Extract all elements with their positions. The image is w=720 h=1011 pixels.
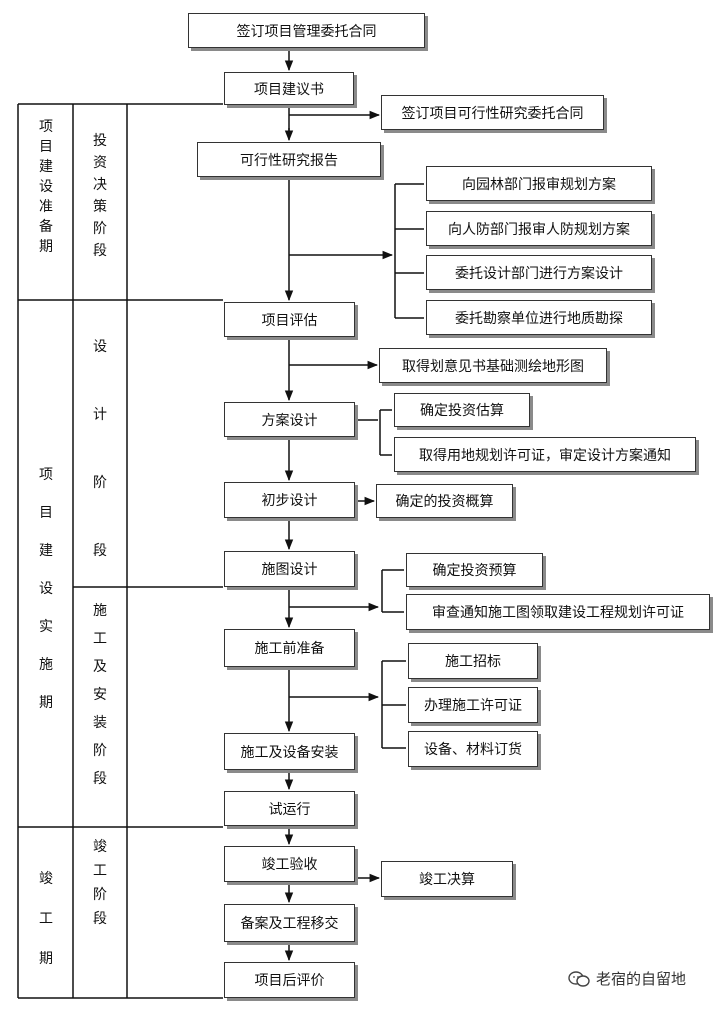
main-step-acceptance: 竣工验收	[224, 846, 355, 882]
stage-invest-text: 投资决策阶段	[93, 134, 107, 258]
period-comp-text: 竣工期	[39, 872, 53, 966]
side-geological-survey: 委托勘察单位进行地质勘探	[426, 300, 652, 335]
vertical-char: 段	[93, 771, 107, 787]
main-step-post-evaluation: 项目后评价	[224, 962, 355, 998]
main-step-preparation: 施工前准备	[224, 629, 355, 667]
vertical-char: 竣	[39, 871, 53, 887]
vertical-char: 阶	[93, 475, 107, 491]
stage-label-investment: 投资决策阶段	[90, 134, 110, 258]
vertical-char: 实	[39, 619, 53, 635]
main-step-contract: 签订项目管理委托合同	[188, 13, 425, 48]
stage-construct-text: 施工及安装阶段	[93, 604, 107, 786]
vertical-char: 备	[39, 219, 53, 235]
main-step-construction-drawing: 施图设计	[224, 551, 355, 587]
vertical-char: 设	[93, 339, 107, 355]
main-step-proposal: 项目建议书	[224, 72, 354, 105]
vertical-char: 阶	[93, 743, 107, 759]
vertical-char: 策	[93, 199, 107, 215]
vertical-char: 阶	[93, 887, 107, 903]
vertical-char: 施	[39, 657, 53, 673]
vertical-char: 计	[93, 407, 107, 423]
main-step-trial-run: 试运行	[224, 791, 355, 826]
stage-design-text: 设计阶段	[93, 340, 107, 558]
vertical-char: 投	[93, 133, 107, 149]
stage-label-design: 设计阶段	[90, 340, 110, 558]
vertical-char: 准	[39, 199, 53, 215]
watermark-text: 老宿的自留地	[596, 970, 687, 988]
vertical-char: 工	[93, 631, 107, 647]
period-label-implementation: 项目建设实施期	[36, 468, 56, 710]
period-impl-text: 项目建设实施期	[39, 468, 53, 710]
main-step-handover: 备案及工程移交	[224, 904, 355, 942]
stage-complete-text: 竣工阶段	[93, 840, 107, 926]
side-landscape-review: 向园林部门报审规划方案	[426, 166, 652, 201]
vertical-char: 竣	[93, 839, 107, 855]
vertical-char: 决	[93, 177, 107, 193]
side-final-accounts: 竣工决算	[381, 861, 513, 897]
vertical-char: 设	[39, 179, 53, 195]
vertical-char: 段	[93, 911, 107, 927]
vertical-char: 装	[93, 715, 107, 731]
side-investment-budget: 确定投资预算	[406, 553, 543, 587]
vertical-char: 安	[93, 687, 107, 703]
side-design-commission: 委托设计部门进行方案设计	[426, 255, 652, 290]
vertical-char: 期	[39, 951, 53, 967]
stage-label-completion: 竣工阶段	[90, 840, 110, 926]
watermark: 老宿的自留地	[568, 968, 686, 989]
side-budget-estimate: 确定的投资概算	[376, 484, 513, 518]
vertical-char: 资	[93, 155, 107, 171]
vertical-char: 项	[39, 119, 53, 135]
vertical-char: 段	[93, 243, 107, 259]
side-land-use-permit: 取得用地规划许可证，审定设计方案通知	[394, 437, 696, 472]
side-construction-permit: 办理施工许可证	[408, 687, 538, 723]
vertical-char: 段	[93, 543, 107, 559]
main-step-assessment: 项目评估	[224, 302, 355, 337]
side-feasibility-contract: 签订项目可行性研究委托合同	[381, 95, 604, 130]
vertical-char: 工	[93, 863, 107, 879]
side-investment-estimate: 确定投资估算	[394, 393, 530, 427]
main-step-scheme-design: 方案设计	[224, 402, 355, 437]
stage-label-construction: 施工及安装阶段	[90, 604, 110, 786]
vertical-char: 期	[39, 239, 53, 255]
side-construction-bidding: 施工招标	[408, 643, 538, 679]
period-prep-text: 项目建设准备期	[39, 120, 53, 254]
main-step-installation: 施工及设备安装	[224, 733, 355, 770]
vertical-char: 建	[39, 543, 53, 559]
vertical-char: 设	[39, 581, 53, 597]
vertical-char: 项	[39, 467, 53, 483]
vertical-char: 目	[39, 139, 53, 155]
wechat-icon	[568, 970, 590, 987]
period-label-preparation: 项目建设准备期	[36, 120, 56, 254]
period-label-completion: 竣工期	[36, 872, 56, 966]
side-planning-permit: 审查通知施工图领取建设工程规划许可证	[406, 594, 710, 630]
vertical-char: 期	[39, 695, 53, 711]
side-civil-defense-review: 向人防部门报审人防规划方案	[426, 211, 652, 246]
vertical-char: 阶	[93, 221, 107, 237]
vertical-char: 及	[93, 659, 107, 675]
side-material-order: 设备、材料订货	[408, 731, 538, 767]
main-step-preliminary-design: 初步设计	[224, 482, 355, 518]
vertical-char: 建	[39, 159, 53, 175]
main-step-feasibility-report: 可行性研究报告	[197, 142, 381, 177]
side-survey-map: 取得划意见书基础测绘地形图	[379, 348, 607, 383]
vertical-char: 目	[39, 505, 53, 521]
vertical-char: 施	[93, 603, 107, 619]
vertical-char: 工	[39, 911, 53, 927]
